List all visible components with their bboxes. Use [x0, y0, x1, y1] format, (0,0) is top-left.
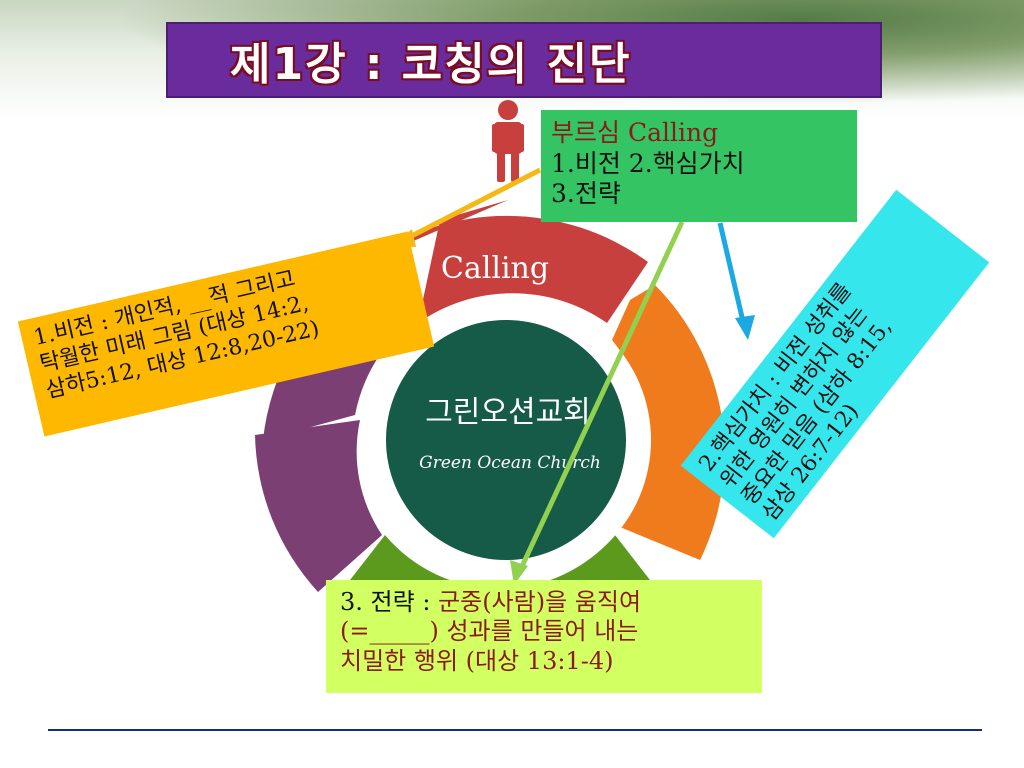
strategy-note-line1: 군중(사람)을 움직여 [438, 588, 642, 616]
ring-segment-green-top [350, 535, 650, 589]
footer-divider [48, 729, 982, 731]
arrow-to-vision [396, 167, 542, 246]
ring-segment-red [365, 200, 648, 323]
calling-note-line1: 1.비전 2.핵심가치 [551, 148, 745, 178]
arrow-head-strategy [510, 560, 528, 585]
person-icon [492, 100, 524, 182]
strategy-note-lead: 3. 전략 : [340, 588, 439, 616]
arrow-head-values [735, 315, 755, 340]
center-subtitle: Green Ocean Church [419, 453, 601, 473]
segment-label-calling: Calling [441, 251, 549, 286]
strategy-note-line2: (=_____) 성과를 만들어 내는 [340, 617, 639, 646]
strategy-note-line3: 치밀한 행위 (대상 13:1-4) [340, 646, 614, 675]
center-circle [386, 320, 626, 560]
title-bar [166, 22, 882, 98]
calling-note-heading: 부르심 Calling [551, 118, 719, 147]
arrow-to-values [717, 222, 748, 331]
strategy-note: 3. 전략 : 군중(사람)을 움직여 (=_____) 성과를 만들어 내는 … [326, 580, 762, 693]
page-title: 제1강 : 코칭의 진단 [230, 39, 632, 90]
calling-note-line2: 3.전략 [551, 179, 621, 208]
calling-note: 부르심 Calling 1.비전 2.핵심가치 3.전략 [541, 110, 857, 222]
ring-segment-purple-lower [255, 420, 382, 592]
arrow-to-strategy [515, 220, 685, 577]
center-title: 그린오션교회 [425, 395, 591, 430]
